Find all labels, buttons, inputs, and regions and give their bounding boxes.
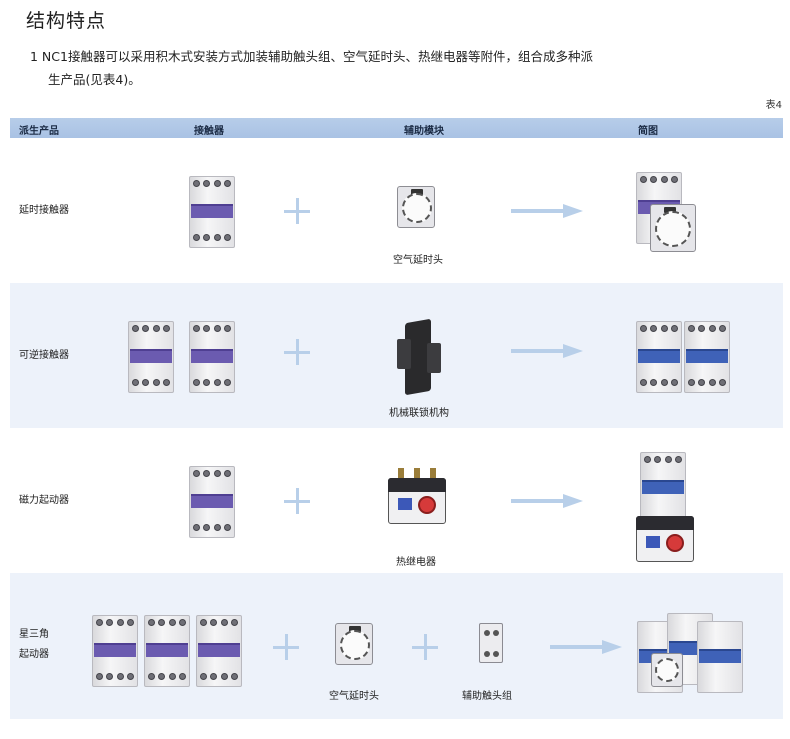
intro-paragraph: 1 NC1接触器可以采用积木式安装方式加装辅助触头组、空气延时头、热继电器等附件… [30, 45, 593, 91]
intro-line-2: 生产品(见表4)。 [48, 72, 141, 87]
contactor-image [142, 611, 192, 689]
module-caption-timer: 空气延时头 [329, 691, 379, 702]
header-contactor: 接触器 [194, 126, 224, 137]
contactor-image [126, 317, 176, 395]
table-header: 派生产品 接触器 辅助模块 简图 [10, 118, 783, 138]
thermal-relay-image [388, 468, 446, 528]
plus-icon [284, 488, 310, 514]
table-row-star-delta-starter: 星三角 起动器 空气延时头 辅助触头组 [10, 573, 783, 719]
header-aux-module: 辅助模块 [404, 126, 444, 137]
plus-icon [273, 634, 299, 660]
star-delta-assembly-image [635, 609, 743, 699]
arrow-right-icon [511, 204, 583, 218]
contactor-image [90, 611, 140, 689]
plus-icon [412, 634, 438, 660]
aux-contact-image [479, 623, 503, 663]
header-diagram: 简图 [638, 126, 658, 137]
magnetic-starter-assembly-image [634, 448, 696, 562]
plus-icon [284, 198, 310, 224]
table-number: 表4 [765, 100, 782, 111]
contactor-image [187, 172, 237, 250]
module-caption-aux: 辅助触头组 [462, 691, 512, 702]
contactor-image [187, 317, 237, 395]
contactor-image [194, 611, 244, 689]
table-row-magnetic-starter: 磁力起动器 热继电器 [10, 428, 783, 573]
row-label-line-1: 星三角 [19, 629, 49, 640]
arrow-right-icon [550, 640, 622, 654]
table-row-delay-contactor: 延时接触器 空气延时头 [10, 138, 783, 283]
delay-contactor-assembly-image [634, 168, 696, 254]
page-title: 结构特点 [26, 10, 107, 32]
arrow-right-icon [511, 344, 583, 358]
table-row-reversing-contactor: 可逆接触器 机械联锁机构 [10, 283, 783, 428]
module-caption: 机械联锁机构 [389, 408, 449, 419]
plus-icon [284, 339, 310, 365]
arrow-right-icon [511, 494, 583, 508]
row-label: 可逆接触器 [19, 350, 69, 361]
timer-head-image [397, 186, 435, 228]
interlock-image [397, 318, 441, 396]
row-label: 延时接触器 [19, 205, 69, 216]
header-derived: 派生产品 [19, 126, 59, 137]
reversing-contactor-assembly-image [634, 317, 732, 397]
row-label-line-2: 起动器 [19, 649, 49, 660]
module-caption: 热继电器 [396, 557, 436, 568]
timer-head-image [335, 623, 373, 665]
row-label: 磁力起动器 [19, 495, 69, 506]
contactor-image [187, 462, 237, 540]
intro-line-1: 1 NC1接触器可以采用积木式安装方式加装辅助触头组、空气延时头、热继电器等附件… [30, 49, 593, 64]
module-caption: 空气延时头 [393, 255, 443, 266]
